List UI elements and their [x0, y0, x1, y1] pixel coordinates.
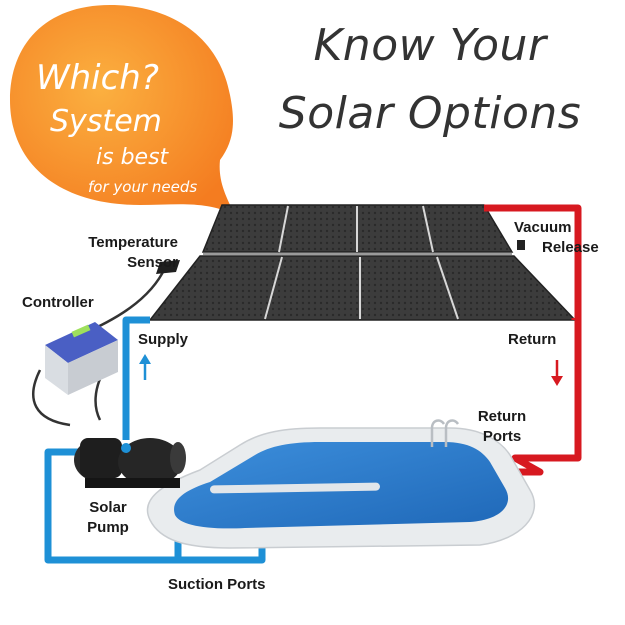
temperature-sensor-label-line-1: Temperature [88, 234, 178, 251]
solar-pump-label-line-2: Pump [87, 519, 129, 536]
solar-panel-icon [148, 204, 577, 321]
arrow-up-icon [139, 354, 151, 380]
badge-line-1: Which? [36, 58, 159, 98]
pool-ladder-icon [430, 419, 460, 447]
controller-icon [45, 322, 118, 395]
arrow-down-icon [551, 360, 563, 386]
return-ports-label: Return Ports [472, 407, 532, 447]
title-line-2: Solar Options [278, 88, 582, 139]
solar-pump-label: Solar Pump [78, 498, 138, 538]
controller-label: Controller [22, 294, 94, 311]
temperature-sensor-label-line-2: Sensor [127, 254, 178, 271]
pool-icon [146, 419, 536, 549]
return-ports-label-line-2: Ports [482, 428, 522, 445]
temperature-sensor-icon [156, 260, 180, 274]
return-label: Return [508, 331, 557, 348]
supply-label: Supply [138, 331, 189, 348]
return-ports-label-line-1: Return [477, 408, 527, 425]
vacuum-release-label-line-1: Vacuum [514, 219, 572, 236]
badge-line-3: is best [96, 145, 169, 170]
temperature-sensor-label: Temperature Sensor [68, 233, 178, 273]
supply-pipe [44, 316, 266, 564]
vacuum-release-label-line-2: Release [542, 239, 599, 256]
vacuum-release-valve-icon [517, 240, 525, 250]
badge-line-2: System [50, 104, 162, 139]
pump-icon [74, 438, 186, 488]
badge-line-4: for your needs [88, 178, 198, 196]
speech-bubble-icon [10, 5, 235, 215]
suction-ports-label: Suction Ports [168, 576, 266, 593]
title-line-1: Know Your [313, 20, 547, 71]
solar-pump-label-line-1: Solar [89, 499, 127, 516]
vacuum-release-label: Vacuum Release [514, 218, 606, 258]
